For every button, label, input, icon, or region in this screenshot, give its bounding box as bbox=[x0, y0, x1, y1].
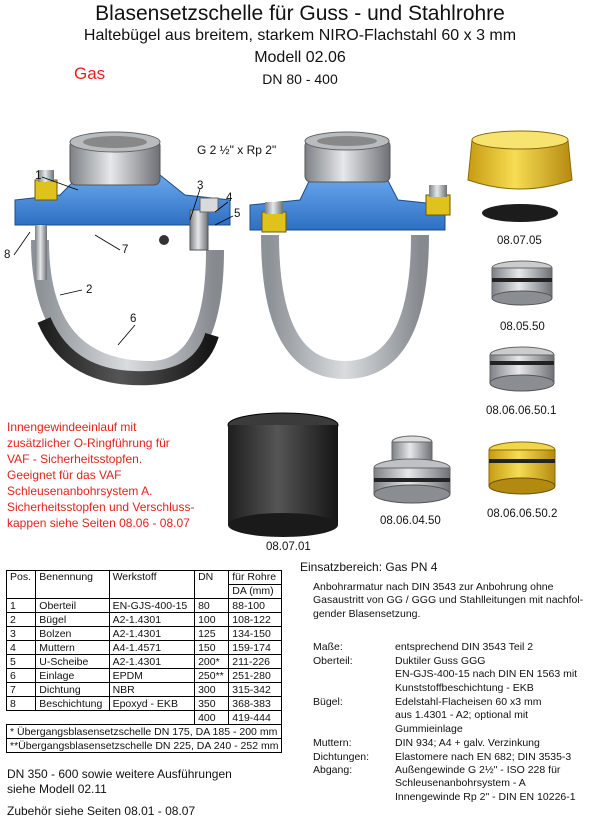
spec-value-dichtungen: Elastomere nach EN 682; DIN 3535-3 bbox=[395, 751, 572, 763]
table-header-row: Pos. Benennung Werkstoff DN für Rohre bbox=[5, 570, 283, 599]
clamp-section-drawing bbox=[14, 131, 231, 386]
plug-08-05-50 bbox=[491, 260, 553, 306]
spec-label-oberteil: Oberteil: bbox=[313, 655, 353, 667]
usage-area: Einsatzbereich: Gas PN 4 bbox=[300, 560, 438, 574]
more-variants-line1: DN 350 - 600 sowie weitere Ausführungen bbox=[7, 767, 232, 781]
accessories-note: Zubehör siehe Seiten 08.01 - 08.07 bbox=[7, 804, 196, 818]
spec-label-muttern: Muttern: bbox=[313, 737, 352, 749]
spec-value-masse: entsprechend DIN 3543 Teil 2 bbox=[395, 641, 534, 653]
black-seal-disc bbox=[482, 204, 558, 222]
callout-7: 7 bbox=[122, 244, 129, 256]
callout-2: 2 bbox=[86, 284, 93, 296]
clamp-assembled-drawing bbox=[249, 131, 451, 380]
yellow-cap bbox=[467, 130, 573, 190]
gas-label: Gas bbox=[74, 64, 106, 83]
plug-08-06-06-50-2 bbox=[488, 441, 556, 495]
usage-description: Anbohrarmatur nach DIN 3543 zur Anbohrun… bbox=[313, 581, 584, 620]
spec-label-abgang: Abgang: bbox=[313, 764, 353, 776]
product-code-4: 08.06.04.50 bbox=[380, 515, 441, 527]
product-code-2: 08.05.50 bbox=[500, 321, 545, 333]
dn-range: DN 80 - 400 bbox=[262, 71, 338, 87]
thread-label: G 2 ½" x Rp 2" bbox=[197, 143, 277, 157]
parts-table: Pos. Benennung Werkstoff DN für Rohre DA… bbox=[5, 570, 283, 753]
callout-1: 1 bbox=[35, 170, 42, 182]
product-code-5: 08.06.06.50.2 bbox=[487, 508, 558, 520]
red-note: Innengewindeeinlauf mit zusätzlicher O-R… bbox=[7, 420, 195, 530]
product-code-6: 08.07.01 bbox=[266, 541, 311, 553]
plug-08-06-04-50 bbox=[373, 435, 451, 504]
page-title: Blasensetzschelle für Guss - und Stahlro… bbox=[95, 2, 505, 25]
spec-value-muttern: DIN 934; A4 + galv. Verzinkung bbox=[395, 737, 540, 749]
spec-label-masse: Maße: bbox=[313, 641, 343, 653]
callout-5: 5 bbox=[234, 208, 241, 220]
table-footnote-row: **Übergangsblasensetzschelle DN 225, DA … bbox=[5, 738, 283, 753]
black-sleeve bbox=[227, 412, 339, 537]
product-code-3: 08.06.06.50.1 bbox=[486, 405, 557, 417]
table-footnote-row: * Übergangsblasensetzschelle DN 175, DA … bbox=[5, 724, 283, 739]
spec-label-dichtungen: Dichtungen: bbox=[313, 751, 370, 763]
page-subtitle: Haltebügel aus breitem, starkem NIRO-Fla… bbox=[83, 27, 517, 44]
more-variants-line2: siehe Modell 02.11 bbox=[7, 782, 107, 796]
callout-3: 3 bbox=[197, 180, 204, 192]
callout-4: 4 bbox=[226, 192, 233, 204]
spec-label-buegel: Bügel: bbox=[313, 696, 343, 708]
callout-6: 6 bbox=[130, 313, 137, 325]
plug-08-06-06-50-1 bbox=[489, 346, 555, 392]
product-code-1: 08.07.05 bbox=[497, 235, 542, 247]
model-label: Modell 02.06 bbox=[254, 49, 346, 66]
callout-8: 8 bbox=[4, 249, 11, 261]
product-illustration bbox=[13, 130, 573, 537]
